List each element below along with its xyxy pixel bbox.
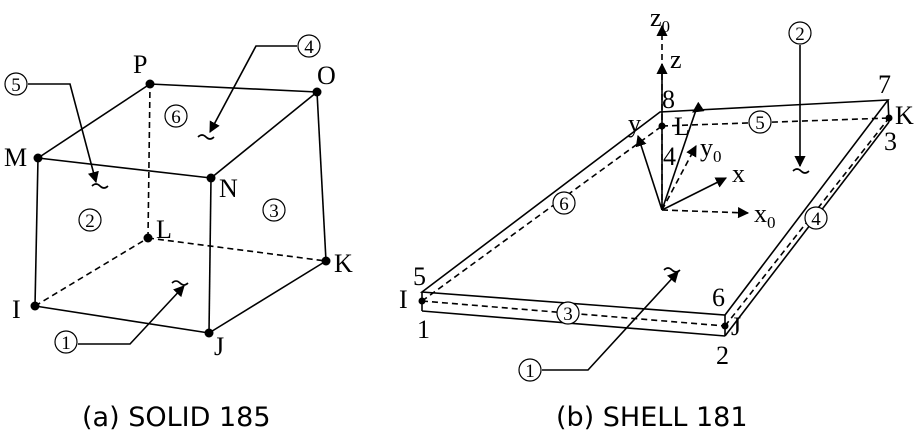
face-number-2: 2 (78, 208, 102, 232)
svg-text:2: 2 (85, 211, 95, 232)
axis-label-y: y (628, 109, 641, 138)
svg-text:2: 2 (795, 24, 805, 45)
midsurface-l-k (661, 117, 890, 127)
node-m-dot (33, 153, 43, 163)
face-number-3: 3 (262, 198, 286, 222)
axis-label-z: z (670, 45, 682, 74)
corner-label-6: 6 (712, 283, 725, 312)
axis-x (661, 177, 728, 211)
axis-label-x: x (732, 159, 745, 188)
svg-text:4: 4 (811, 209, 821, 230)
svg-text:1: 1 (525, 361, 535, 382)
plate-edge-right-bottom (724, 121, 890, 337)
node-label-m: M (4, 143, 27, 172)
edge-j-n (208, 177, 212, 334)
svg-text:3: 3 (563, 304, 573, 325)
corner-label-5: 5 (413, 262, 426, 291)
edge-m-p (37, 83, 151, 159)
plate-edge-front-bottom (421, 310, 726, 337)
svg-text:6: 6 (171, 107, 181, 128)
node-label-l: L (674, 112, 690, 141)
svg-text:1: 1 (61, 333, 71, 354)
node-label-j: J (731, 312, 741, 341)
axis-y-head (692, 101, 705, 113)
face-number-6: 6 (552, 191, 576, 215)
axis-y (661, 109, 697, 211)
svg-text:6: 6 (559, 194, 569, 215)
corner-label-3: 3 (884, 127, 897, 156)
edge-l-p-hidden (147, 83, 151, 239)
face-marker-top (197, 134, 215, 140)
face-number-3: 3 (556, 301, 580, 325)
edge-n-o (210, 91, 318, 179)
corner-label-1: 1 (417, 315, 430, 344)
corner-label-8: 8 (662, 85, 675, 114)
face-number-1: 1 (518, 358, 542, 382)
face-marker-top (792, 168, 810, 174)
node-p-dot (145, 79, 155, 89)
leader-face-1 (78, 285, 185, 345)
node-label-k: K (334, 249, 353, 278)
node-label-l: L (156, 215, 172, 244)
node-l-dot (143, 233, 153, 243)
corner-label-7: 7 (878, 70, 891, 99)
axis-label-z0: z0 (650, 3, 670, 36)
leader-face-1 (542, 271, 679, 371)
node-n-dot (206, 173, 216, 183)
node-j-dot (204, 328, 214, 338)
face-number-2: 2 (788, 21, 812, 45)
face-number-5: 5 (748, 110, 772, 134)
node-label-i: I (12, 295, 21, 324)
svg-text:4: 4 (304, 37, 314, 58)
svg-text:3: 3 (269, 201, 279, 222)
edge-i-j (34, 305, 210, 334)
svg-text:5: 5 (755, 113, 765, 134)
edge-i-l-hidden (34, 237, 149, 307)
face-marker-bottom (171, 280, 189, 286)
face-marker-front (91, 183, 109, 189)
node-label-o: O (317, 61, 336, 90)
edge-k-o (316, 91, 327, 262)
axis-label-x0: x0 (754, 199, 776, 232)
midsurface-i-l (421, 125, 663, 302)
leader-face-5 (28, 83, 99, 184)
axis-y0 (661, 145, 697, 211)
solid185-diagram: I J K L M N O P 1 2 3 4 (4, 34, 353, 433)
edge-j-k (208, 260, 327, 334)
edge-l-k-hidden (147, 237, 327, 262)
node-label-i: I (399, 285, 408, 314)
shell181-diagram: I J K L 1 2 3 4 5 6 7 8 z0 z y y0 x x0 (399, 3, 914, 433)
node-k-dot (885, 114, 893, 122)
face-number-4: 4 (804, 206, 828, 230)
face-number-1: 1 (54, 330, 78, 354)
caption-shell181: (b) SHELL 181 (556, 402, 748, 433)
node-label-p: P (133, 50, 147, 79)
leader-face-4 (209, 45, 297, 133)
node-i-dot (30, 301, 40, 311)
face-marker-bottom (663, 267, 681, 273)
node-label-n: N (219, 174, 238, 203)
node-j-dot (721, 322, 729, 330)
face-number-6: 6 (164, 104, 188, 128)
edge-i-m (34, 157, 39, 307)
caption-solid185: (a) SOLID 185 (82, 402, 271, 433)
axis-y-main (635, 134, 663, 211)
axis-label-y0: y0 (700, 133, 722, 166)
node-k-dot (321, 256, 331, 266)
face-number-4: 4 (297, 34, 321, 58)
corner-label-4: 4 (663, 142, 676, 171)
axis-x0 (661, 207, 750, 219)
node-label-j: J (214, 332, 224, 361)
face-number-5: 5 (4, 72, 28, 96)
node-label-k: K (895, 101, 914, 130)
corner-label-2: 2 (716, 341, 729, 370)
edge-m-n (37, 157, 212, 179)
node-o-dot (312, 87, 322, 97)
svg-text:5: 5 (11, 75, 21, 96)
node-i-dot (418, 297, 426, 305)
